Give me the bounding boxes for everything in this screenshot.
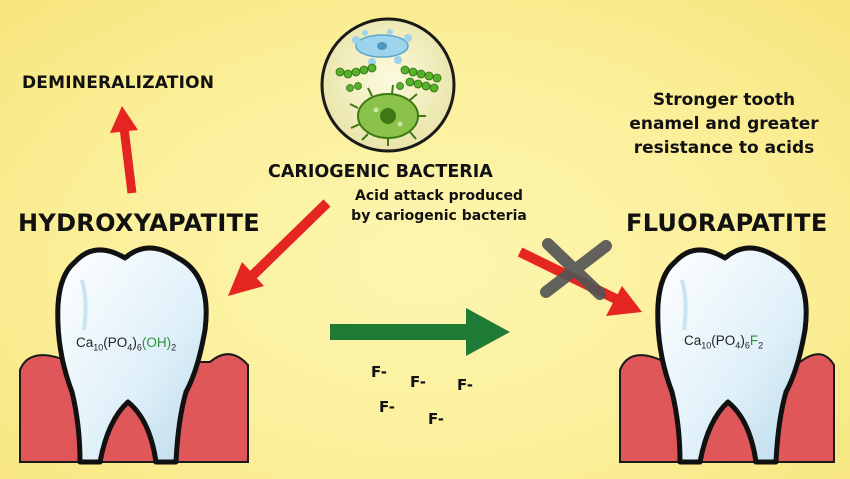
fluorapatite-formula: Ca10(PO4)6F2 <box>684 333 764 351</box>
fluoride-conversion-arrow-icon <box>330 308 510 356</box>
blue-bacterium-icon <box>352 29 412 66</box>
demineralization-arrow-icon <box>110 106 138 194</box>
hydroxyapatite-tooth <box>19 245 249 465</box>
fluoride-ion: F- <box>410 373 427 391</box>
hydroxyapatite-formula: Ca10(PO4)6(OH)2 <box>76 335 177 353</box>
cariogenic-bacteria-label: CARIOGENIC BACTERIA <box>268 162 493 182</box>
tooth-right-icon <box>655 245 809 465</box>
tooth-left-icon <box>55 245 209 465</box>
acid-attack-label: Acid attack produced by cariogenic bacte… <box>351 188 527 224</box>
fluoride-ion: F- <box>371 363 388 381</box>
fluoride-ion: F- <box>379 398 396 416</box>
stronger-enamel-label: Stronger tooth enamel and greater resist… <box>629 90 819 158</box>
fluoride-ion: F- <box>457 376 474 394</box>
demineralization-label: DEMINERALIZATION <box>22 73 215 93</box>
fluorapatite-label: FLUORAPATITE <box>626 209 828 237</box>
blocked-cross-icon <box>540 238 612 300</box>
hydroxyapatite-label: HYDROXYAPATITE <box>18 209 260 237</box>
acid-attack-arrow-icon <box>228 199 331 296</box>
bacteria-petri-dish-icon <box>320 17 456 153</box>
green-cocci-chain-icon <box>335 63 442 93</box>
fluorapatite-tooth <box>619 245 835 465</box>
fluoride-ion: F- <box>428 410 445 428</box>
green-bacterium-icon <box>349 84 426 146</box>
